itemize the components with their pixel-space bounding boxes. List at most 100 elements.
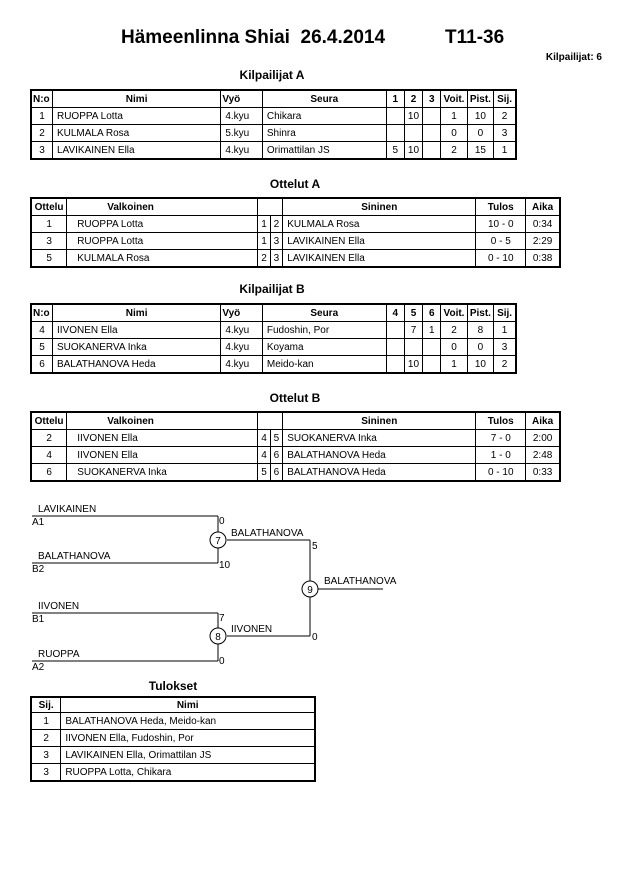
cell: LAVIKAINEN Ella <box>282 232 477 250</box>
match-9-marker <box>301 580 319 598</box>
cell: 2:29 <box>525 232 561 250</box>
pool-b-header-row: N:o Nimi Vyö Seura 4 5 6 Voit. Pist. Sij… <box>30 303 517 322</box>
cell: 0 - 10 <box>475 249 527 268</box>
cell: BALATHANOVA Heda <box>282 446 477 464</box>
cell: SUOKANERVA Inka <box>282 429 477 447</box>
col-match: Ottelu <box>30 411 68 430</box>
sf2-winner-score: 0 <box>312 632 318 643</box>
col-spacer <box>257 411 283 430</box>
table-row: 1 RUOPPA Lotta 4.kyu Chikara 10 1 10 2 <box>30 107 517 125</box>
pool-b-title: Kilpailijat B <box>239 282 305 296</box>
cell: 5 <box>30 249 68 268</box>
cell: 5 <box>30 338 53 356</box>
col-club: Seura <box>261 303 387 322</box>
cell: 0 <box>466 338 495 356</box>
cell: RUOPPA Lotta, Chikara <box>60 763 316 782</box>
table-row: 1 BALATHANOVA Heda, Meido-kan <box>30 712 316 730</box>
cell: 0 <box>466 124 495 142</box>
cell: 8 <box>466 321 495 339</box>
cell: 0:38 <box>525 249 561 268</box>
cell: 2 <box>257 249 271 268</box>
sf1-top-seed: A1 <box>32 517 45 528</box>
competitors-count: Kilpailijat: 6 <box>545 52 602 63</box>
cell: Fudoshin, Por <box>261 321 387 339</box>
table-row: 2 IIVONEN Ella 4 5 SUOKANERVA Inka 7 - 0… <box>30 429 561 447</box>
matches-a-table: Ottelu Valkoinen Sininen Tulos Aika 1 RU… <box>30 197 561 268</box>
cell: 1 <box>422 321 442 339</box>
cell: BALATHANOVA Heda <box>282 463 477 482</box>
sf1-bottom-name: BALATHANOVA <box>38 551 111 562</box>
cell: 3 <box>493 338 517 356</box>
cell <box>422 107 442 125</box>
cell: 10 <box>403 141 424 160</box>
cell: 5 <box>257 463 271 482</box>
sf1-bottom-score: 10 <box>219 560 231 571</box>
sf2-top-score: 7 <box>219 613 225 624</box>
col-result: Tulos <box>475 411 527 430</box>
cell: 2 <box>30 124 53 142</box>
cell <box>385 338 405 356</box>
cell: IIVONEN Ella <box>66 446 259 464</box>
sf1-match-number: 7 <box>215 536 221 547</box>
pool-a-header-row: N:o Nimi Vyö Seura 1 2 3 Voit. Pist. Sij… <box>30 89 517 108</box>
col-white: Valkoinen <box>66 411 259 430</box>
col-blue: Sininen <box>282 197 477 216</box>
col-4: 4 <box>385 303 405 322</box>
col-1: 1 <box>385 89 405 108</box>
cell: 1 <box>30 712 62 730</box>
col-name: Nimi <box>51 303 222 322</box>
table-row: 4 IIVONEN Ella 4.kyu Fudoshin, Por 7 1 2… <box>30 321 517 339</box>
cell <box>422 355 442 374</box>
cell: 4.kyu <box>220 338 263 356</box>
table-row: 6 BALATHANOVA Heda 4.kyu Meido-kan 10 1 … <box>30 355 517 374</box>
cell: LAVIKAINEN Ella, Orimattilan JS <box>60 746 316 764</box>
table-row: 5 KULMALA Rosa 2 3 LAVIKAINEN Ella 0 - 1… <box>30 249 561 268</box>
cell: 4 <box>257 446 271 464</box>
cell: 6 <box>30 463 68 482</box>
cell: 15 <box>466 141 495 160</box>
col-no: N:o <box>30 303 53 322</box>
cell: 1 <box>30 107 53 125</box>
cell: 2 <box>269 215 284 233</box>
cell: 1 <box>257 232 271 250</box>
cell: 3 <box>30 141 53 160</box>
sf2-bottom-name: RUOPPA <box>38 649 80 660</box>
cell: 5 <box>385 141 405 160</box>
cell: 1 <box>440 355 468 374</box>
cell <box>385 107 405 125</box>
cell: SUOKANERVA Inka <box>66 463 259 482</box>
matches-b-table: Ottelu Valkoinen Sininen Tulos Aika 2 II… <box>30 411 561 482</box>
cell: 4 <box>30 321 53 339</box>
sf2-winner: IIVONEN <box>231 624 272 635</box>
cell: SUOKANERVA Inka <box>51 338 222 356</box>
cell <box>403 338 424 356</box>
sf1-top-name: LAVIKAINEN <box>38 504 96 515</box>
cell: BALATHANOVA Heda, Meido-kan <box>60 712 316 730</box>
col-wins: Voit. <box>440 303 468 322</box>
cell: 6 <box>269 446 284 464</box>
cell: RUOPPA Lotta <box>51 107 222 125</box>
cell <box>422 141 442 160</box>
pool-a-table: N:o Nimi Vyö Seura 1 2 3 Voit. Pist. Sij… <box>30 89 517 160</box>
table-row: 3 RUOPPA Lotta 1 3 LAVIKAINEN Ella 0 - 5… <box>30 232 561 250</box>
col-belt: Vyö <box>220 303 263 322</box>
cell: 3 <box>30 232 68 250</box>
col-wins: Voit. <box>440 89 468 108</box>
cell: 3 <box>269 249 284 268</box>
cell: RUOPPA Lotta <box>66 232 259 250</box>
cell: Meido-kan <box>261 355 387 374</box>
col-time: Aika <box>525 411 561 430</box>
cell: KULMALA Rosa <box>66 249 259 268</box>
pool-a-title: Kilpailijat A <box>239 68 305 82</box>
col-5: 5 <box>403 303 424 322</box>
cell: 10 <box>466 107 495 125</box>
cell: 3 <box>30 763 62 782</box>
cell: 0:33 <box>525 463 561 482</box>
cell: 1 <box>30 215 68 233</box>
sf2-bottom-score: 0 <box>219 656 225 667</box>
cell: 1 <box>440 107 468 125</box>
cell: LAVIKAINEN Ella <box>282 249 477 268</box>
cell: 4 <box>30 446 68 464</box>
cell: 2 <box>493 107 517 125</box>
cell: 2 <box>30 729 62 747</box>
